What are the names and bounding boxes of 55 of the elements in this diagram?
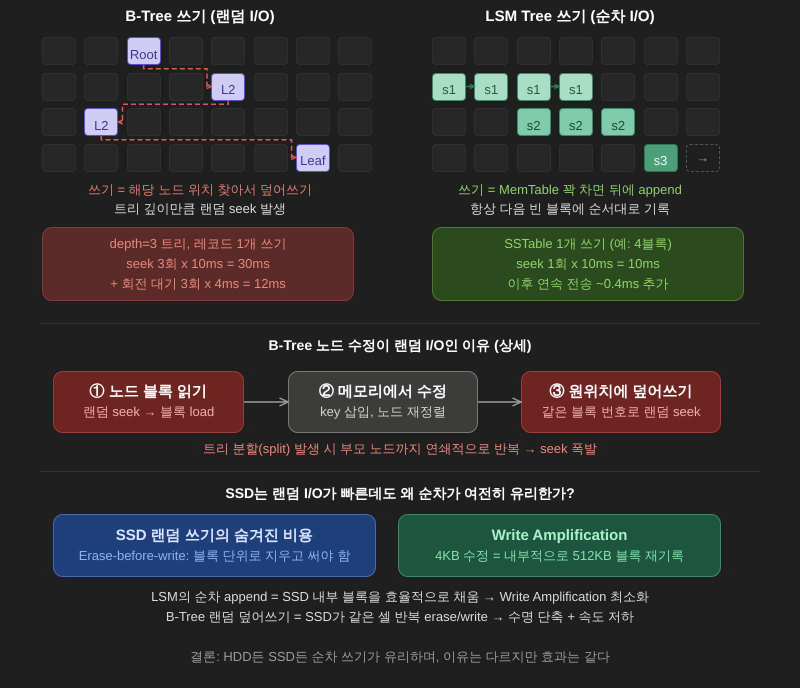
step-box — [288, 371, 478, 433]
block-cell: s2 — [516, 108, 551, 136]
step-box — [53, 371, 244, 433]
section-title: SSD는 랜덤 I/O가 빠른데도 왜 순차가 여전히 유리한가? — [225, 485, 575, 501]
step-text: 같은 블록 번호로 랜덤 seek — [542, 403, 700, 421]
block-cell: s1 — [474, 72, 508, 100]
arrow — [142, 65, 212, 90]
block-cell: → — [686, 144, 720, 172]
caption: 트리 깊이만큼 랜덤 seek 발생 — [114, 201, 286, 217]
note: LSM의 순차 append = SSD 내부 블록을 효율적으로 채움 → Write Amplification 최소화 — [151, 589, 649, 605]
note: 트리 분할(split) 발생 시 부모 노드까지 연쇄적으로 반복 → seek 폭발 — [202, 441, 598, 457]
info-box — [432, 227, 744, 301]
cost-text: 4KB 수정 = 내부적으로 512KB 블록 재기록 — [435, 546, 684, 564]
block-cell: s1 — [558, 72, 593, 100]
block-cell: L2 — [84, 108, 118, 136]
arrow — [550, 84, 560, 90]
caption: 항상 다음 빈 블록에 순서대로 기록 — [470, 201, 670, 217]
info-line: + 회전 대기 3회 x 4ms = 12ms — [110, 275, 286, 293]
cost-title: SSD 랜덤 쓰기의 숨겨진 비용 — [116, 526, 314, 546]
arrow — [100, 136, 297, 160]
cost-box — [53, 514, 376, 577]
arrow — [118, 100, 229, 125]
section-title: LSM Tree 쓰기 (순차 I/O) — [485, 9, 655, 25]
block-cell: s1 — [432, 72, 466, 100]
step-text: 랜덤 seek → 블록 load — [82, 403, 214, 421]
step-title: ① 노드 블록 읽기 — [90, 382, 208, 402]
caption: 쓰기 = 해당 노드 위치 찾아서 덮어쓰기 — [88, 182, 312, 198]
cost-box — [398, 514, 721, 577]
info-box — [42, 227, 354, 301]
arrow — [466, 84, 476, 90]
info-line: 이후 연속 전송 ~0.4ms 추가 — [507, 275, 669, 293]
arrow — [244, 397, 289, 407]
info-line: depth=3 트리, 레코드 1개 쓰기 — [110, 235, 286, 253]
section-title: B-Tree 노드 수정이 랜덤 I/O인 이유 (상세) — [268, 337, 532, 353]
block-cell: s2 — [558, 108, 593, 136]
cost-title: Write Amplification — [492, 526, 628, 546]
block-cell: s1 — [516, 72, 551, 100]
block-cell: L2 — [211, 72, 246, 100]
block-cell: Root — [126, 37, 161, 65]
step-box — [521, 371, 721, 433]
section-title: B-Tree 쓰기 (랜덤 I/O) — [125, 9, 275, 25]
step-title: ③ 원위치에 덮어쓰기 — [549, 382, 693, 402]
info-line: seek 3회 x 10ms = 30ms — [126, 255, 270, 273]
cost-text: Erase-before-write: 블록 단위로 지우고 써야 함 — [78, 546, 350, 564]
step-text: key 삽입, 노드 재정렬 — [320, 403, 446, 421]
block-cell: s3 — [644, 144, 678, 172]
note: B-Tree 랜덤 덮어쓰기 = SSD가 같은 셀 반복 erase/write → 수명 단축 + 속도 저하 — [166, 609, 634, 625]
arrow — [478, 397, 522, 407]
block-cell: s2 — [601, 108, 636, 136]
info-line: seek 1회 x 10ms = 10ms — [516, 255, 660, 273]
step-title: ② 메모리에서 수정 — [318, 382, 448, 402]
block-cell: Leaf — [296, 144, 330, 172]
caption: 쓰기 = MemTable 꽉 차면 뒤에 append — [458, 182, 682, 198]
info-line: SSTable 1개 쓰기 (예: 4블록) — [504, 235, 672, 253]
conclusion: 결론: HDD든 SSD든 순차 쓰기가 유리하며, 이유는 다르지만 효과는 같다 — [190, 649, 610, 665]
